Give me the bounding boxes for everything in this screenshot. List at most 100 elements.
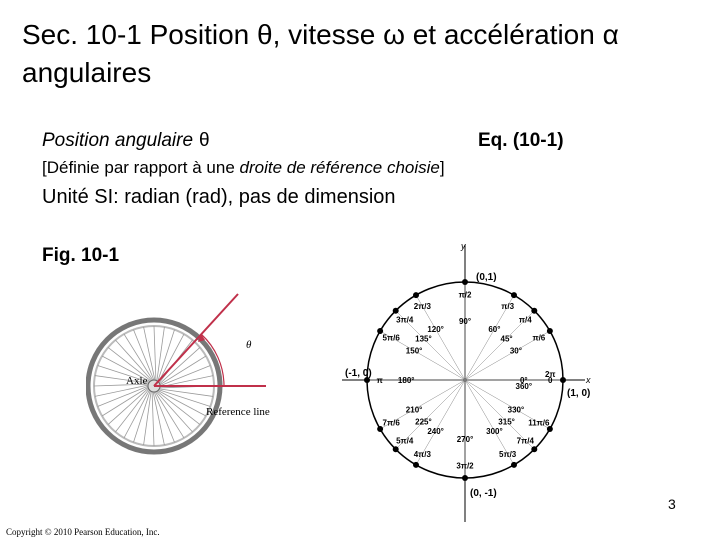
- wheel-spoke: [158, 347, 201, 385]
- wheel-spoke: [155, 390, 193, 433]
- circle-points: [364, 279, 566, 481]
- angle-radius: [380, 330, 466, 381]
- angle-degree-label: 360°: [516, 382, 533, 391]
- circle-point: [462, 279, 468, 285]
- wheel-spoke: [97, 365, 151, 383]
- angle-radian-label: 5π/6: [383, 333, 401, 342]
- circle-point: [392, 307, 399, 314]
- point-top-label: (0,1): [476, 272, 497, 283]
- angle-degree-label: 45°: [501, 334, 513, 343]
- circle-point: [546, 328, 553, 334]
- angle-radius: [415, 379, 466, 465]
- wheel-spoke: [93, 383, 150, 387]
- angle-radian-label: π/2: [459, 291, 472, 300]
- angle-radian-label: π/3: [501, 302, 514, 311]
- circle-point: [413, 292, 419, 299]
- theta-label: θ: [246, 339, 252, 351]
- wheel-spoke: [94, 375, 150, 384]
- angle-degree-label: 120°: [427, 325, 444, 334]
- angle-radian-label: π/4: [519, 316, 532, 325]
- wheel-spoke: [158, 355, 207, 386]
- angle-degree-label: 135°: [415, 334, 432, 343]
- angle-radian-label: π/6: [532, 333, 545, 342]
- angle-degree-label: 90°: [459, 317, 471, 326]
- angle-degree-label: 150°: [406, 347, 423, 356]
- definition-text: [Définie par rapport à une droite de réf…: [42, 158, 445, 178]
- wheel-spoke: [143, 326, 156, 382]
- angle-radian-label: 7π/4: [517, 436, 535, 445]
- axle-label: Axle: [126, 375, 148, 387]
- angle-radian-label: 2π: [545, 370, 556, 379]
- angle-radius: [464, 310, 535, 381]
- wheel-diagram: θ Axle Reference line: [86, 293, 270, 455]
- angle-radian-label: 5π/3: [499, 450, 517, 459]
- wheel-spoke: [133, 329, 155, 382]
- wheel-spoke: [115, 339, 153, 382]
- wheel-spoke: [157, 389, 211, 407]
- x-axis-label: x: [585, 375, 591, 385]
- angle-degree-label: 270°: [457, 435, 474, 444]
- angle-degree-label: 225°: [415, 418, 432, 427]
- point-left-label: (-1, 0): [345, 368, 372, 379]
- reference-line-label: Reference line: [206, 406, 270, 418]
- wheel-spoke: [97, 385, 150, 407]
- circle-point: [377, 426, 384, 432]
- wheel-spoke: [157, 329, 175, 383]
- wheel-spoke: [94, 384, 150, 397]
- angle-radian-label: 3π/2: [456, 461, 474, 470]
- unit-circle-diagram: x y 0°030°π/645°π/460°π/390°π/2120°2π/31…: [342, 241, 591, 522]
- copyright-notice: Copyright © 2010 Pearson Education, Inc.: [6, 527, 160, 537]
- angle-radius: [464, 330, 550, 381]
- angle-degree-label: 30°: [510, 347, 522, 356]
- angle-radian-label: 7π/6: [383, 419, 401, 428]
- wheel-spoke: [153, 390, 175, 443]
- angle-radius: [395, 310, 466, 381]
- wheel-spoke: [107, 387, 150, 425]
- figure-label: Fig. 10-1: [42, 245, 120, 266]
- angle-radian-label: 3π/4: [396, 316, 414, 325]
- point-right-label: (1, 0): [567, 388, 590, 399]
- angle-radius: [380, 379, 466, 430]
- wheel-spoke: [156, 389, 207, 417]
- slide-title: Sec. 10-1 Position θ, vitesse ω et accél…: [22, 19, 619, 88]
- angle-radian-label: 5π/4: [396, 436, 414, 445]
- circle-point: [546, 426, 553, 432]
- circle-point: [364, 377, 370, 383]
- definition-prefix: [Définie par rapport à une: [42, 158, 240, 177]
- wheel-spoke: [151, 390, 155, 447]
- angle-radian-label: 11π/6: [528, 419, 550, 428]
- point-bottom-label: (0, -1): [470, 488, 497, 499]
- wheel-spoke: [156, 390, 201, 425]
- circle-point: [462, 475, 468, 481]
- wheel-spoke: [152, 390, 165, 446]
- angle-radius: [464, 295, 515, 381]
- angle-degree-label: 240°: [427, 427, 444, 436]
- angle-degree-label: 180°: [398, 376, 415, 385]
- wheel-spoke: [158, 365, 211, 387]
- theta-arrowhead: [198, 334, 205, 342]
- definition-suffix: ]: [439, 158, 445, 177]
- wheel-spoke: [157, 333, 185, 384]
- circle-point: [511, 461, 517, 468]
- equation-reference: Eq. (10-1): [478, 130, 564, 151]
- wheel-spoke: [143, 390, 152, 446]
- si-unit-text: Unité SI: radian (rad), pas de dimension: [42, 186, 396, 208]
- angle-degree-label: 315°: [498, 418, 515, 427]
- angle-radius: [464, 379, 550, 430]
- circle-point: [377, 328, 384, 334]
- theta-arc: [200, 333, 225, 387]
- angle-labels: 0°030°π/645°π/460°π/390°π/2120°2π/3135°3…: [377, 291, 556, 471]
- angle-degree-label: 60°: [488, 325, 500, 334]
- wheel-spoke: [101, 386, 150, 417]
- wheel-spoke: [123, 388, 151, 439]
- angle-radius: [415, 295, 466, 381]
- angle-radius: [395, 379, 466, 450]
- wheel-spoke: [107, 347, 152, 382]
- angle-radian-label: π: [377, 376, 383, 385]
- angle-radian-label: 0: [548, 376, 553, 385]
- angle-degree-label: 0°: [520, 376, 528, 385]
- angle-degree-label: 210°: [406, 405, 423, 414]
- angle-radii: [367, 282, 563, 478]
- circle-point: [413, 461, 419, 468]
